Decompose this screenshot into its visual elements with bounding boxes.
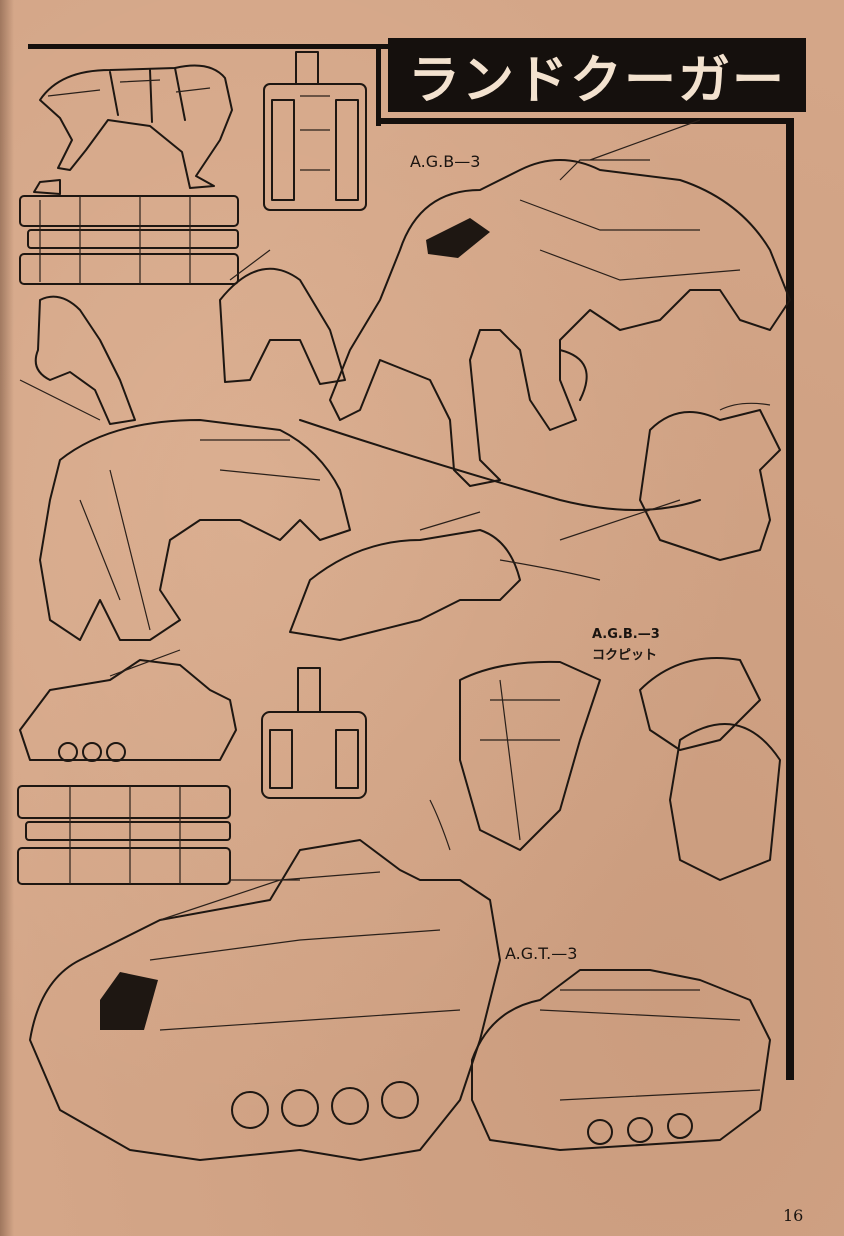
cockpit-drawings	[429, 657, 781, 881]
page-number: 16	[783, 1206, 804, 1225]
tank-top-view	[17, 785, 231, 885]
label-agt3: A.G.T.—3	[505, 944, 578, 963]
mecha-prone-center	[289, 511, 601, 641]
tank-small-right	[471, 969, 771, 1151]
mecha-crouch-sketches	[19, 249, 346, 425]
mecha-front-view	[263, 51, 367, 211]
frame-line-right	[786, 122, 794, 1080]
page-title: ランドクーガー	[388, 38, 806, 112]
tank-main-drawing	[29, 839, 501, 1161]
mecha-top-view	[19, 195, 239, 285]
frame-line-top	[28, 44, 388, 49]
spine-shadow	[0, 0, 14, 1236]
mecha-main-drawing	[299, 119, 791, 511]
frame-line-mid	[376, 118, 794, 124]
mecha-side-view-top	[33, 64, 233, 195]
frame-line-inner	[376, 44, 381, 126]
mecha-sitting-sketch	[559, 402, 781, 561]
label-agb3: A.G.B—3	[410, 152, 481, 171]
label-cockpit-jp: コクピット	[592, 648, 658, 663]
label-agb3-cockpit: A.G.B.—3	[592, 627, 660, 642]
tank-side-view	[19, 649, 237, 762]
tank-front-view	[261, 667, 367, 799]
mecha-crawling-left	[39, 419, 351, 641]
